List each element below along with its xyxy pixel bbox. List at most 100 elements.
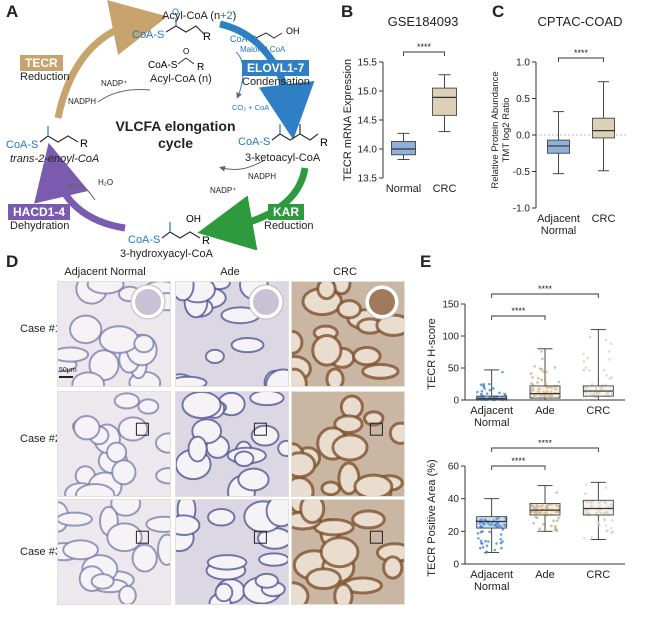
svg-text:O: O <box>183 47 189 56</box>
data-point <box>586 356 589 360</box>
svg-text:R: R <box>203 31 211 43</box>
data-point <box>480 525 484 529</box>
kar-enzyme-box: KAR <box>268 204 304 220</box>
data-point <box>538 367 542 371</box>
data-point <box>493 548 497 552</box>
significance-bracket <box>403 51 445 56</box>
data-point <box>540 378 544 382</box>
tecr-enzyme-box: TECR <box>20 55 63 71</box>
box-ade <box>529 385 561 399</box>
data-point <box>603 500 607 504</box>
chart-title-b: GSE184093 <box>388 14 459 29</box>
x-tick-label: CRC <box>586 569 610 581</box>
data-point <box>598 505 601 508</box>
data-point <box>543 374 547 378</box>
data-point <box>583 509 587 512</box>
data-point <box>605 374 608 377</box>
tecr-arrow <box>54 0 168 119</box>
data-point <box>479 392 483 396</box>
data-point <box>532 521 536 525</box>
malonyl-label: Malonyl CoA <box>240 45 286 54</box>
svg-text:R: R <box>80 138 88 150</box>
x-tick-label: Adjacent <box>470 405 513 417</box>
data-point <box>481 530 484 533</box>
data-point <box>542 511 546 515</box>
significance-bracket <box>558 57 604 62</box>
y-tick-label: 0 <box>453 396 459 407</box>
y-axis-label-c2: TMT log2 Ratio <box>501 98 512 163</box>
svg-text:O: O <box>172 7 179 17</box>
data-point <box>492 387 495 390</box>
data-point <box>545 370 548 374</box>
box-crc <box>432 87 457 116</box>
data-point <box>554 387 557 391</box>
svg-text:CoA-S: CoA-S <box>148 60 178 71</box>
data-point <box>584 366 588 369</box>
y-tick-label: -1.0 <box>513 204 531 215</box>
data-point <box>495 542 498 545</box>
scale-bar <box>59 376 73 378</box>
y-tick-label: 100 <box>442 332 459 343</box>
significance-bracket <box>491 315 546 320</box>
scale-bar-label: 50μm <box>59 367 77 374</box>
data-point <box>481 546 485 549</box>
significance-bracket <box>491 447 599 452</box>
y-tick-label: 15.5 <box>358 58 378 69</box>
data-point <box>532 505 535 509</box>
case-label-3: Case #3 <box>20 546 61 558</box>
data-point <box>487 540 490 543</box>
data-point <box>588 335 592 339</box>
data-point <box>542 390 546 394</box>
data-point <box>541 357 544 361</box>
data-point <box>610 518 614 522</box>
y-tick-label: 150 <box>442 300 459 311</box>
data-point <box>532 394 536 397</box>
data-point <box>530 510 534 513</box>
data-point <box>588 369 591 373</box>
y-tick-label: 60 <box>448 462 460 473</box>
svg-text:OH: OH <box>286 26 300 36</box>
data-point <box>498 391 501 395</box>
ketoacyl-label: 3-ketoacyl-CoA <box>245 152 321 164</box>
elovl-role: Condensation <box>242 76 310 88</box>
data-point <box>552 519 555 523</box>
panel-label-b: B <box>341 2 354 21</box>
data-point <box>534 506 538 509</box>
data-point <box>538 529 542 533</box>
data-point <box>477 537 480 540</box>
acyl-coa-n2-label: Acyl-CoA (n+2) <box>162 10 237 22</box>
data-point <box>482 522 486 526</box>
data-point <box>604 486 608 489</box>
micrograph-adjacent-case3 <box>57 499 171 605</box>
data-point <box>485 550 489 554</box>
x-tick-label: Normal <box>541 225 576 237</box>
data-point <box>531 386 534 390</box>
data-point <box>483 518 487 522</box>
kar-role: Reduction <box>264 220 314 232</box>
x-tick-label: Normal <box>474 581 509 593</box>
data-point <box>546 507 550 510</box>
data-point <box>586 508 589 512</box>
data-point <box>599 511 603 515</box>
data-point <box>496 525 499 529</box>
data-point <box>557 380 561 384</box>
significance-stars: **** <box>574 48 589 58</box>
data-point <box>539 505 542 508</box>
y-tick-label: 0 <box>453 560 459 571</box>
data-point <box>549 390 553 394</box>
data-point <box>536 376 540 380</box>
y-tick-label: 14.5 <box>358 116 378 127</box>
case-label-2: Case #2 <box>20 433 61 445</box>
data-point <box>597 391 600 395</box>
panel-label-a: A <box>6 2 19 21</box>
data-point <box>476 532 480 535</box>
data-point <box>609 503 613 506</box>
data-point <box>597 510 600 513</box>
data-point <box>596 512 599 515</box>
data-point <box>480 389 484 393</box>
data-point <box>555 529 558 533</box>
hydroxyacyl-label: 3-hydroxyacyl-CoA <box>120 248 213 260</box>
data-point <box>594 386 598 390</box>
hacd-arrow <box>34 142 126 232</box>
